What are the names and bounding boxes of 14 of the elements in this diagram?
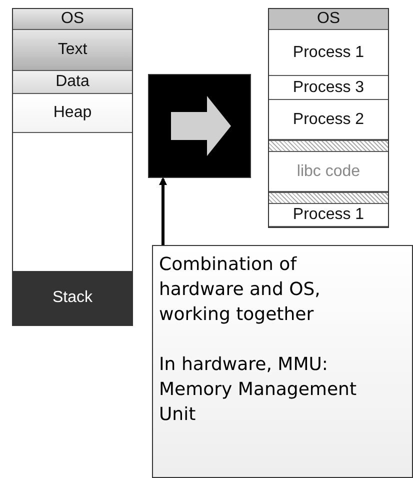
callout-text: In hardware, MMU: Memory Management Unit <box>159 353 358 427</box>
translation-box <box>148 74 251 178</box>
memory-segment: Stack <box>13 271 132 325</box>
memory-column <box>268 8 389 228</box>
hatched-strip <box>269 140 388 152</box>
arrow <box>159 177 167 245</box>
callout-text: Combination of hardware and OS, working together <box>159 253 322 327</box>
memory-segment: OS <box>13 9 132 30</box>
hatched-strip <box>269 192 388 204</box>
memory-column <box>12 8 133 326</box>
memory-segment: Text <box>13 30 132 71</box>
memory-segment: OS <box>269 9 388 30</box>
memory-segment: Data <box>13 71 132 94</box>
callout-box <box>152 245 413 478</box>
